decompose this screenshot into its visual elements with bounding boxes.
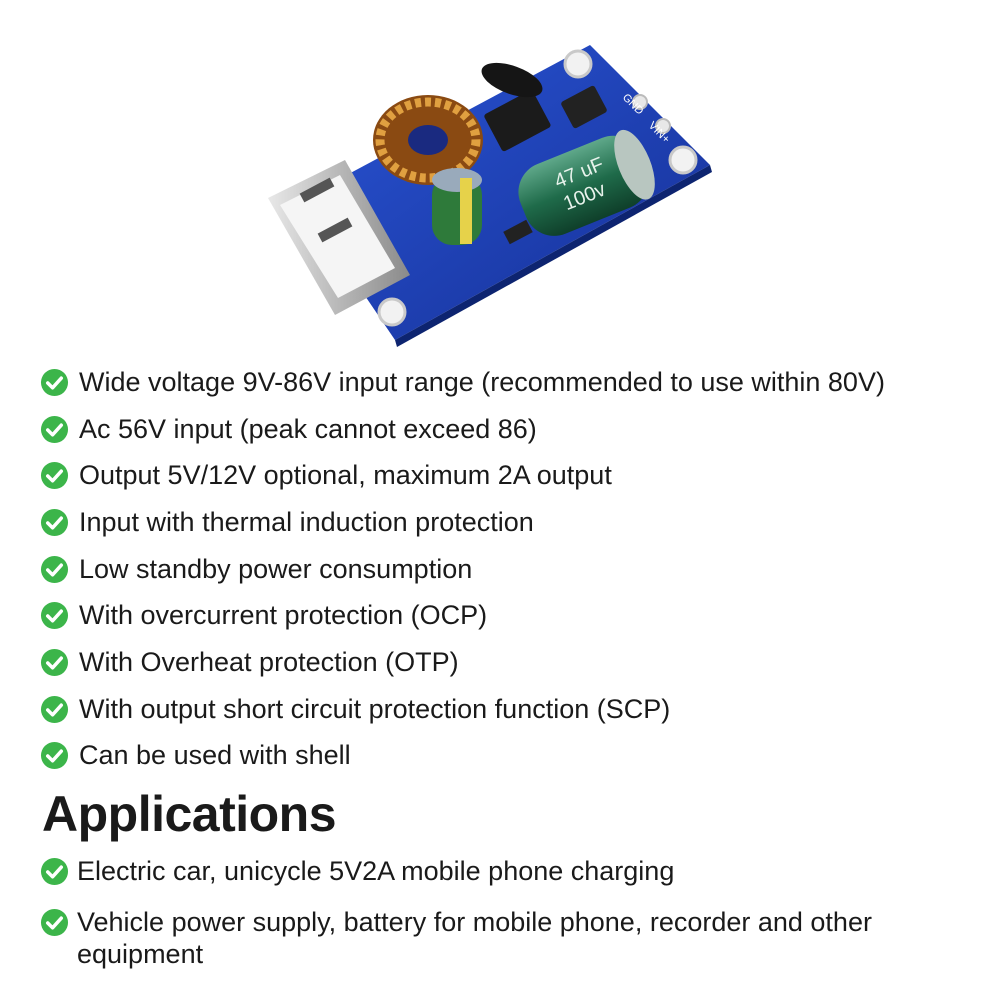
feature-text: Ac 56V input (peak cannot exceed 86) — [79, 414, 537, 444]
application-text: Electric car, unicycle 5V2A mobile phone… — [77, 856, 675, 886]
feature-item: Input with thermal induction protection — [40, 505, 534, 539]
check-icon — [40, 555, 69, 583]
feature-text: Can be used with shell — [79, 740, 351, 770]
feature-text: With Overheat protection (OTP) — [79, 647, 459, 677]
feature-item: With Overheat protection (OTP) — [40, 645, 459, 679]
large-capacitor: 47 uF 100v — [518, 129, 655, 236]
check-icon — [40, 908, 69, 937]
check-icon — [40, 648, 69, 676]
toroid-inductor — [373, 95, 483, 185]
feature-item: With output short circuit protection fun… — [40, 692, 670, 726]
mount-hole — [563, 49, 593, 79]
feature-item: Can be used with shell — [40, 738, 351, 772]
feature-item: Wide voltage 9V-86V input range (recomme… — [40, 365, 885, 399]
feature-item: With overcurrent protection (OCP) — [40, 598, 487, 632]
check-icon — [40, 415, 69, 443]
check-icon — [40, 368, 69, 396]
mount-hole — [668, 145, 698, 175]
mount-hole — [655, 118, 671, 134]
feature-text: Low standby power consumption — [79, 554, 473, 584]
ic-chip — [561, 85, 607, 129]
small-capacitor — [432, 168, 482, 245]
feature-text: Wide voltage 9V-86V input range (recomme… — [79, 367, 885, 397]
feature-item: Output 5V/12V optional, maximum 2A outpu… — [40, 458, 612, 492]
ic-chip — [503, 219, 533, 245]
feature-item: Low standby power consumption — [40, 552, 472, 586]
check-icon — [40, 857, 69, 886]
check-icon — [40, 461, 69, 489]
mount-hole — [377, 297, 407, 327]
application-text: Vehicle power supply, battery for mobile… — [77, 907, 872, 969]
feature-text: With overcurrent protection (OCP) — [79, 600, 488, 630]
transistor — [481, 62, 543, 98]
applications-heading: Applications — [42, 786, 337, 842]
mount-hole — [632, 94, 648, 110]
application-item: Electric car, unicycle 5V2A mobile phone… — [40, 855, 877, 887]
feature-text: Output 5V/12V optional, maximum 2A outpu… — [79, 460, 612, 490]
feature-text: Input with thermal induction protection — [79, 507, 534, 537]
check-icon — [40, 695, 69, 723]
usb-port — [268, 160, 410, 315]
ic-chip — [484, 90, 551, 152]
check-icon — [40, 741, 69, 769]
product-image: 47 uF 100v GND VIN+ — [268, 45, 712, 347]
check-icon — [40, 508, 69, 536]
check-icon — [40, 601, 69, 629]
feature-text: With output short circuit protection fun… — [79, 694, 671, 724]
feature-item: Ac 56V input (peak cannot exceed 86) — [40, 412, 537, 446]
application-item: Vehicle power supply, battery for mobile… — [40, 906, 877, 970]
